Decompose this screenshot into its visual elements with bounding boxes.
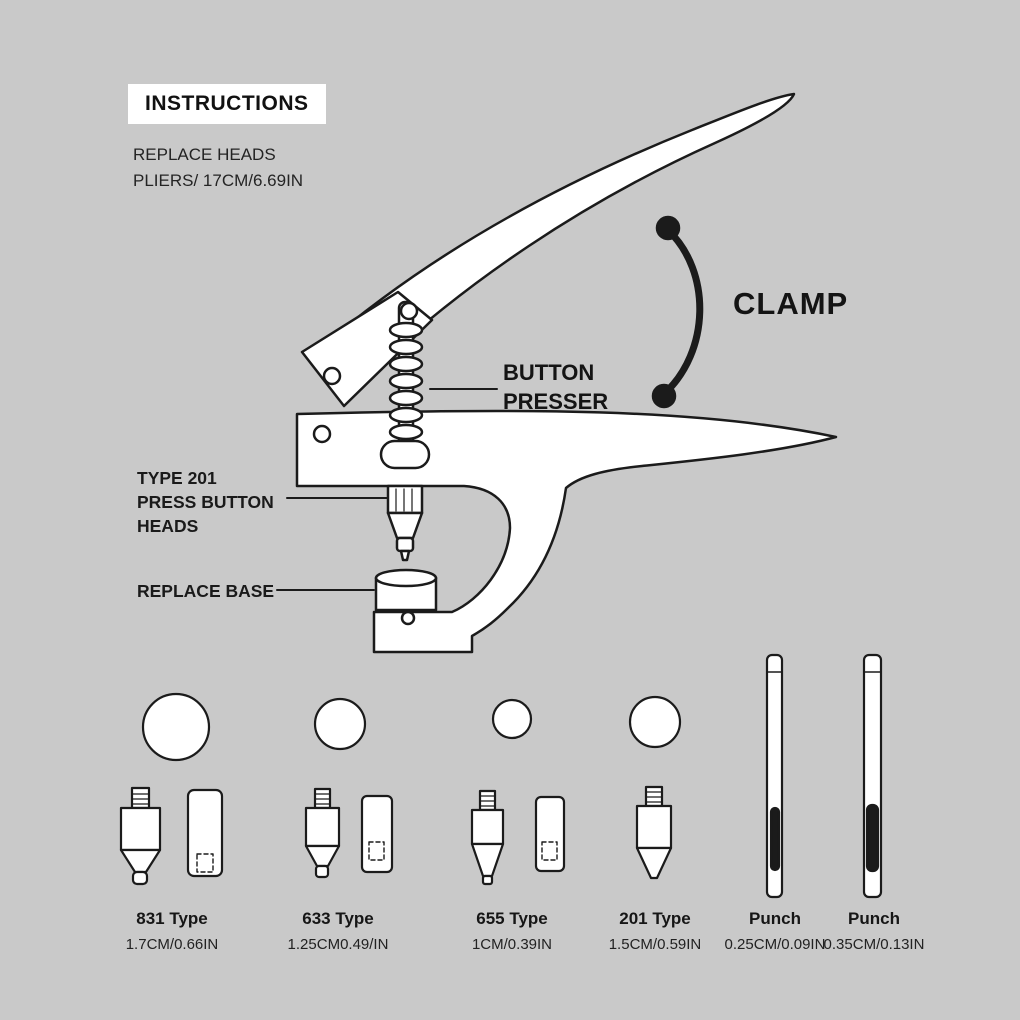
part-name-633: 633 Type [302,909,374,928]
punch-large-illustration [862,653,883,899]
part-831-illustration [119,692,224,886]
pliers-rivet-upper [399,301,419,321]
part-size-633: 1.25CM0.49/IN [287,936,389,953]
part-633-illustration [304,697,394,879]
pliers-press-head [386,484,424,562]
subtitle-line-replace-heads: REPLACE HEADS [133,145,276,164]
instructions-badge: INSTRUCTIONS [128,84,326,124]
header-subtitle: REPLACE HEADS PLIERS/ 17CM/6.69IN [133,142,303,193]
part-size-655: 1CM/0.39IN [471,936,553,953]
pliers-base-top [374,568,438,588]
pliers-slot [379,439,431,470]
part-size-831: 1.7CM/0.66IN [125,936,219,953]
part-655-illustration [470,698,566,886]
clamp-label: CLAMP [733,286,849,321]
pliers-lower-body [295,409,838,654]
part-size-punch-large: 0.35CM/0.13IN [823,936,925,953]
pliers-rivet-lower [312,424,332,444]
pliers-illustration [295,92,838,654]
subtitle-line-pliers-size: PLIERS/ 17CM/6.69IN [133,170,304,190]
button-presser-label: BUTTON PRESSER [503,360,609,415]
part-201-illustration [628,695,682,880]
part-name-201: 201 Type [619,909,691,928]
pointer-lines [276,388,498,591]
pliers-rivet-middle [322,366,342,386]
part-size-201: 1.5CM/0.59IN [608,936,702,953]
part-name-punch-small: Punch [749,909,801,928]
part-name-831: 831 Type [136,909,208,928]
pliers-foot-rivet [400,610,416,626]
type201-press-button-heads-label: TYPE 201 PRESS BUTTON HEADS [137,468,274,537]
part-name-655: 655 Type [476,909,548,928]
pliers-spring [388,300,424,450]
punch-small-illustration [765,653,784,899]
replace-base-label: REPLACE BASE [137,581,275,601]
part-size-punch-small: 0.25CM/0.09IN [724,936,826,953]
clamp-arrow-icon [651,215,704,409]
instructions-badge-label: INSTRUCTIONS [145,92,309,115]
part-name-punch-large: Punch [848,909,900,928]
